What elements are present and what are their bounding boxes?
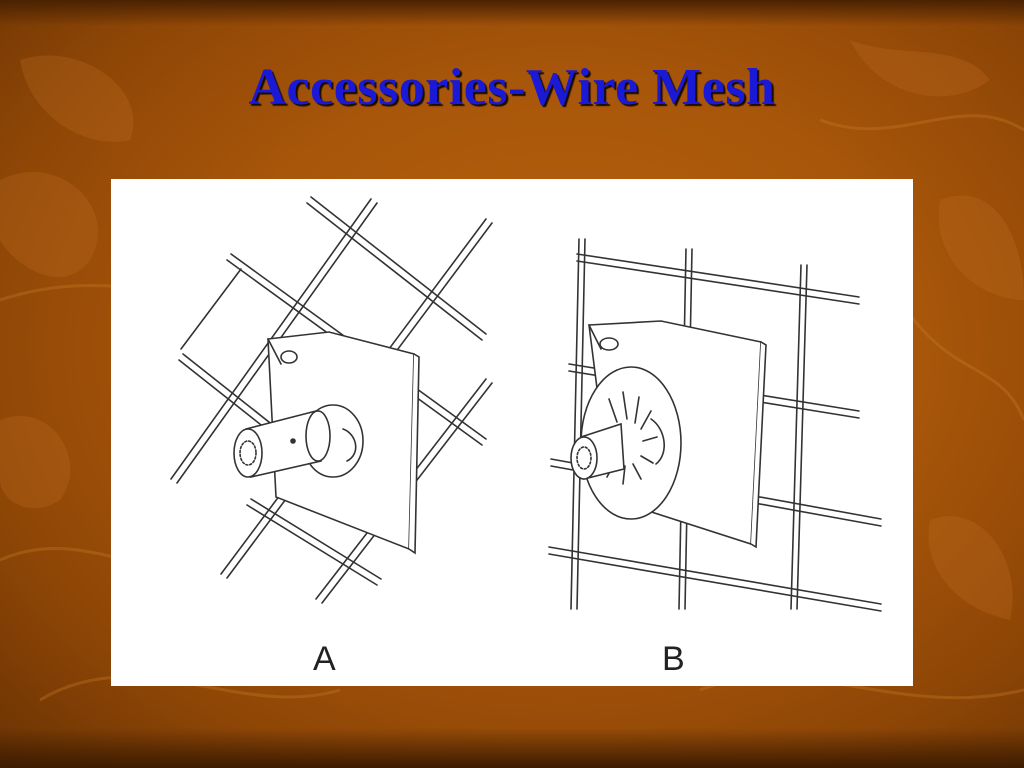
square-mesh-b bbox=[548, 238, 882, 612]
figure-caption-b: B bbox=[662, 640, 685, 678]
wire-mesh-figure bbox=[111, 179, 913, 686]
anchor-plate-b bbox=[570, 320, 767, 549]
top-shadow-band bbox=[0, 0, 1024, 26]
anchor-plate-a bbox=[233, 331, 420, 555]
wire-mesh-illustration bbox=[170, 196, 882, 612]
slide-title: Accessories-Wire Mesh bbox=[248, 59, 776, 116]
figure-caption-a: A bbox=[313, 640, 336, 678]
bottom-shadow-band bbox=[0, 728, 1024, 768]
